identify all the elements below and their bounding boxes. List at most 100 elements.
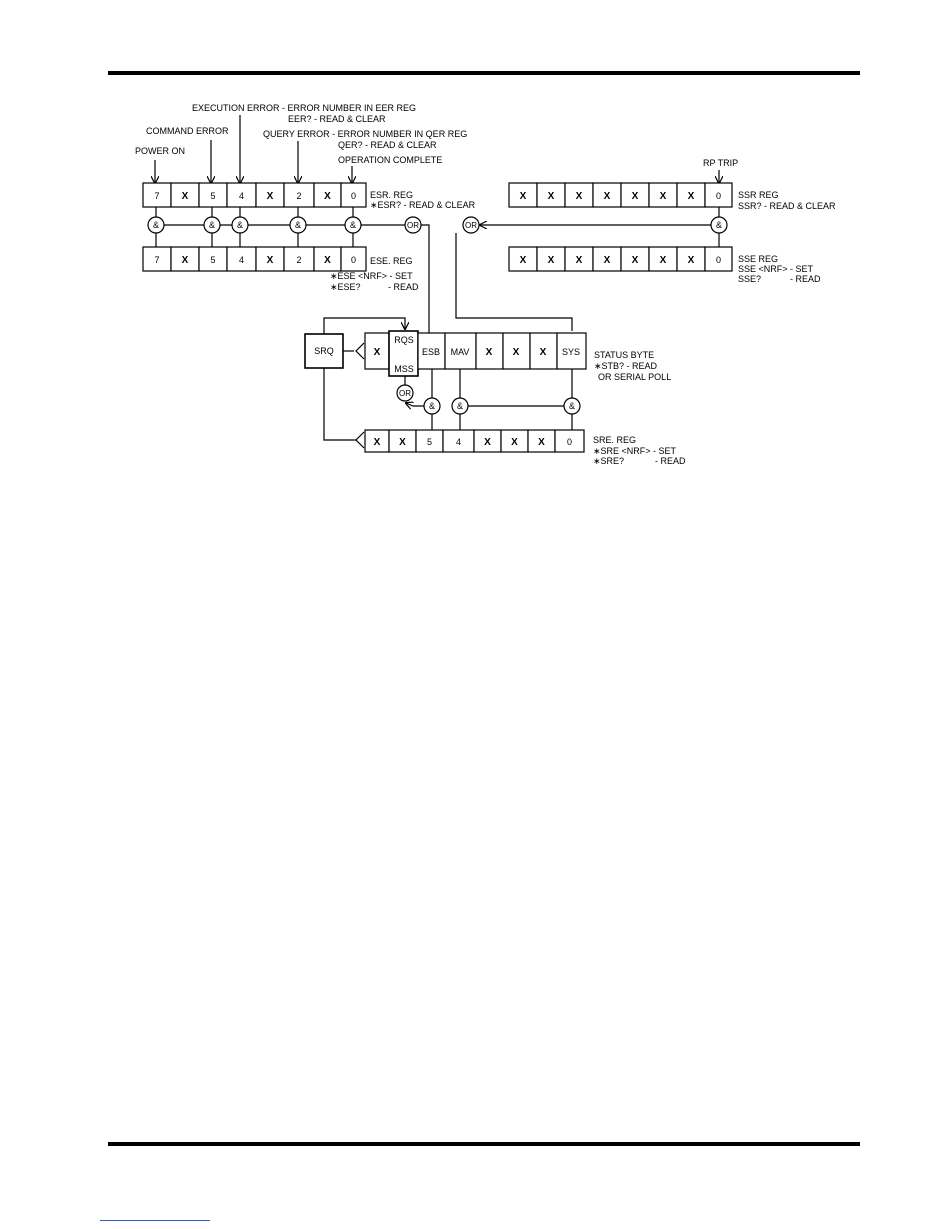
esr-bit-6-label: X — [182, 191, 189, 202]
ssr-cmd: SSR? - READ & CLEAR — [738, 201, 836, 211]
power-on-label: POWER ON — [135, 146, 185, 156]
sre-bit-4: 4 — [442, 429, 475, 453]
sre-bit-1: X — [527, 429, 556, 453]
and-gate: & — [344, 216, 362, 234]
sse-bit-4: X — [592, 246, 622, 272]
and-gate: & — [563, 397, 581, 415]
ese-bit-6: X — [170, 246, 200, 272]
esr-bit-3: X — [255, 182, 285, 208]
and-gates: & & & & & & & & & — [147, 216, 728, 415]
sse-bit-2: X — [648, 246, 678, 272]
and-gate: & — [289, 216, 307, 234]
svg-text:&: & — [350, 220, 356, 230]
ese-bit-1: X — [313, 246, 342, 272]
ese-bit-2-label: 2 — [296, 255, 301, 265]
esr-bit-1: X — [313, 182, 342, 208]
esr-bit-6: X — [170, 182, 200, 208]
stb-bit-x: X — [540, 347, 547, 358]
stb-rqs: RQS — [394, 335, 414, 345]
and-gate: & — [451, 397, 469, 415]
or-gate-mss: OR — [396, 384, 414, 402]
ssr-bit-0: 0 — [704, 182, 733, 208]
svg-text:OR: OR — [407, 221, 419, 230]
ssr-bit-4: X — [592, 182, 622, 208]
sse-name: SSE REG — [738, 254, 778, 264]
ssr-bit-5: X — [564, 182, 594, 208]
input-arrows — [155, 115, 719, 183]
esr-bit-3-label: X — [267, 191, 274, 202]
ssr-bit-2: X — [648, 182, 678, 208]
ssr-bit-3: X — [620, 182, 650, 208]
and-gate: & — [147, 216, 165, 234]
and-gate: & — [203, 216, 221, 234]
ese-bit-0-label: 0 — [351, 255, 356, 265]
sre-cmd-read: - READ — [655, 456, 686, 466]
svg-text:&: & — [237, 220, 243, 230]
srq-label: SRQ — [314, 346, 334, 356]
sre-bit-2-label: X — [511, 437, 518, 448]
esr-bit-0: 0 — [340, 182, 367, 208]
status-byte-name: STATUS BYTE — [594, 350, 654, 360]
stb-bit-x: X — [486, 347, 493, 358]
ese-bit-3: X — [255, 246, 285, 272]
sse-bit-1: X — [676, 246, 706, 272]
ssr-bit-0-label: 0 — [716, 191, 721, 201]
ssr-bit-2-label: X — [660, 191, 667, 202]
ese-bit-2: 2 — [283, 246, 315, 272]
esr-bit-1-label: X — [324, 191, 331, 202]
top-rule — [108, 71, 860, 75]
execution-error-label: EXECUTION ERROR - ERROR NUMBER IN EER RE… — [192, 103, 416, 113]
ssr-bit-6: X — [536, 182, 566, 208]
svg-text:&: & — [457, 401, 463, 411]
stb-esb: ESB — [422, 347, 440, 357]
svg-text:&: & — [716, 220, 722, 230]
ese-cmd-set: ∗ESE <NRF> - SET — [330, 271, 413, 281]
esr-name: ESR. REG — [370, 190, 413, 200]
sse-bit-3-label: X — [632, 255, 639, 266]
and-gate: & — [423, 397, 441, 415]
ese-bit-0: 0 — [340, 246, 367, 272]
ssr-name: SSR REG — [738, 190, 779, 200]
stb-bit-x: X — [513, 347, 520, 358]
sse-cmd-read: - READ — [790, 274, 821, 284]
status-byte-labels: X RQS MSS ESB MAV X X X SYS — [374, 335, 580, 374]
sre-bit-5: 5 — [415, 429, 444, 453]
bottom-rule — [108, 1142, 860, 1146]
ssr-bit-7-label: X — [520, 191, 527, 202]
esr-bit-2: 2 — [283, 182, 315, 208]
ssr-bit-1-label: X — [688, 191, 695, 202]
sse-bit-3: X — [620, 246, 650, 272]
svg-text:&: & — [569, 401, 575, 411]
footnote-rule — [100, 1220, 210, 1221]
sre-cmd-set: ∗SRE <NRF> - SET — [593, 446, 677, 456]
esr-cmd: ∗ESR? - READ & CLEAR — [370, 200, 476, 210]
ese-bit-1-label: X — [324, 255, 331, 266]
ssr-bit-7: X — [508, 182, 538, 208]
eer-read-label: EER? - READ & CLEAR — [288, 114, 386, 124]
sse-bit-7-label: X — [520, 255, 527, 266]
sre-bit-0: 0 — [554, 429, 585, 453]
stb-sys: SYS — [562, 347, 580, 357]
sse-bit-4-label: X — [604, 255, 611, 266]
ese-bit-3-label: X — [267, 255, 274, 266]
sre-bit-6-label: X — [399, 437, 406, 448]
sre-bit-0-label: 0 — [567, 437, 572, 447]
sse-bit-5: X — [564, 246, 594, 272]
sre-bit-5-label: 5 — [427, 437, 432, 447]
ese-bit-7: 7 — [142, 246, 172, 272]
ese-cmd-read: - READ — [388, 282, 419, 292]
sse-cmd-read-label: SSE? — [738, 274, 761, 284]
rp-trip-label: RP TRIP — [703, 158, 738, 168]
qer-read-label: QER? - READ & CLEAR — [338, 140, 437, 150]
sre-bit-1-label: X — [538, 437, 545, 448]
stb-mss: MSS — [394, 364, 414, 374]
svg-text:&: & — [153, 220, 159, 230]
query-error-label: QUERY ERROR - ERROR NUMBER IN QER REG — [263, 129, 467, 139]
esr-bit-2-label: 2 — [296, 191, 301, 201]
esr-bit-7: 7 — [142, 182, 172, 208]
ssr-bit-6-label: X — [548, 191, 555, 202]
